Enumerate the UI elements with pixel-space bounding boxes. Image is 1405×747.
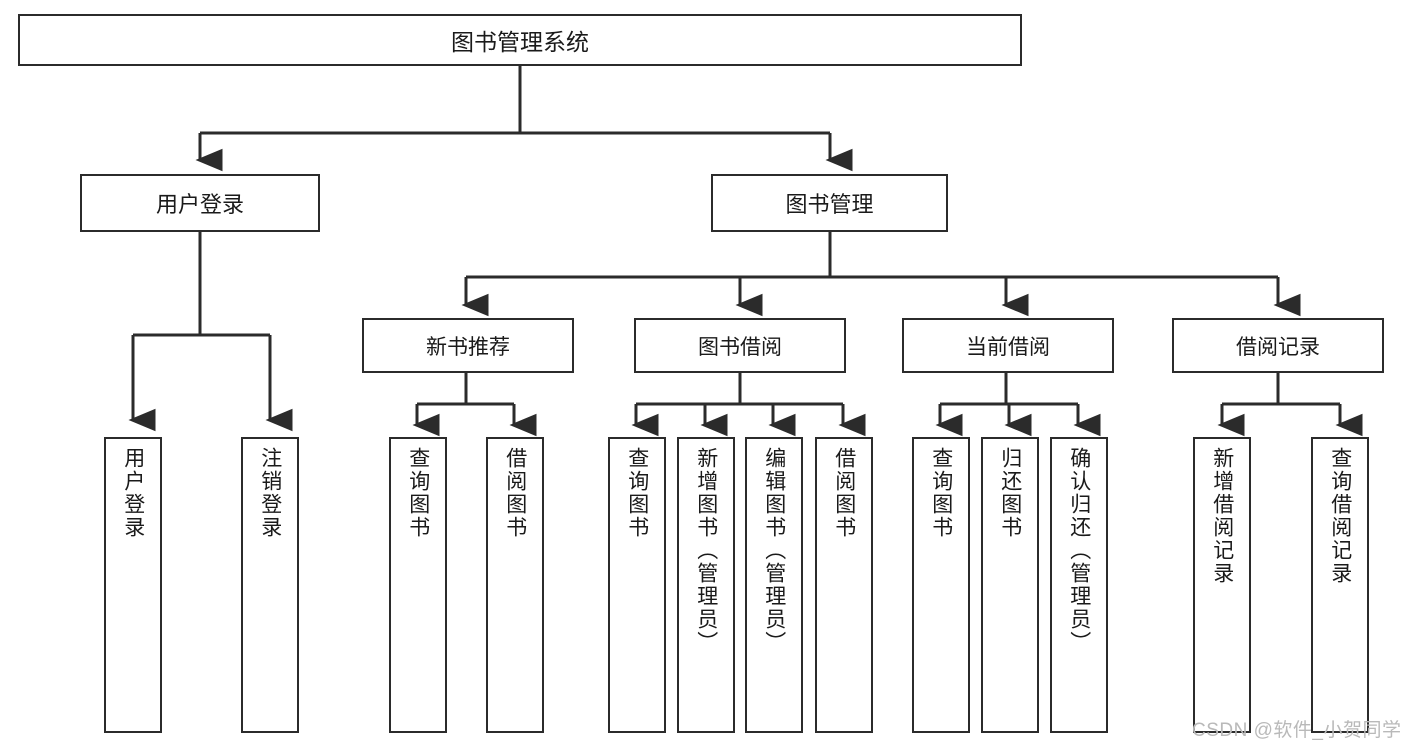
node-label: 图书借阅 [698,335,782,359]
leaf-label: 查询图书 [929,447,953,539]
leaf-borrow-books-recommendation[interactable]: 借阅图书 [486,437,544,733]
leaf-label: 注销登录 [258,447,282,539]
leaf-label: 查询图书 [406,447,430,539]
leaf-return-books[interactable]: 归还图书 [981,437,1039,733]
leaf-label: 确认归还（管理员） [1067,447,1091,654]
node-label: 借阅记录 [1236,335,1320,359]
leaf-borrow-books-borrowing[interactable]: 借阅图书 [815,437,873,733]
leaf-logout[interactable]: 注销登录 [241,437,299,733]
leaf-label: 借阅图书 [503,447,527,539]
leaf-user-login[interactable]: 用户登录 [104,437,162,733]
node-new-book-recommendation[interactable]: 新书推荐 [362,318,574,373]
leaf-label: 借阅图书 [832,447,856,539]
node-label: 当前借阅 [966,335,1050,359]
node-book-management[interactable]: 图书管理 [711,174,948,232]
leaf-label: 查询图书 [625,447,649,539]
node-label: 图书管理 [785,192,874,217]
leaf-label: 新增借阅记录 [1210,447,1234,585]
leaf-label: 查询借阅记录 [1328,447,1352,585]
watermark-text: CSDN @软件_小贺同学 [1192,720,1402,741]
node-book-borrowing[interactable]: 图书借阅 [634,318,846,373]
leaf-query-books-borrowing[interactable]: 查询图书 [608,437,666,733]
leaf-query-borrowing-record[interactable]: 查询借阅记录 [1311,437,1369,733]
node-label: 新书推荐 [426,335,510,359]
leaf-query-books-recommendation[interactable]: 查询图书 [389,437,447,733]
leaf-label: 归还图书 [998,447,1022,539]
leaf-add-borrowing-record[interactable]: 新增借阅记录 [1193,437,1251,733]
leaf-confirm-return-admin[interactable]: 确认归还（管理员） [1050,437,1108,733]
csdn-watermark: CSDN @软件_小贺同学 [1192,715,1401,742]
leaf-label: 用户登录 [121,447,145,539]
node-label: 用户登录 [155,192,244,217]
leaf-query-books-current[interactable]: 查询图书 [912,437,970,733]
node-borrowing-records[interactable]: 借阅记录 [1172,318,1384,373]
leaf-edit-book-admin[interactable]: 编辑图书（管理员） [745,437,803,733]
leaf-label: 编辑图书（管理员） [762,447,786,654]
node-current-borrowing[interactable]: 当前借阅 [902,318,1114,373]
node-user-login[interactable]: 用户登录 [80,174,320,232]
node-label: 图书管理系统 [451,29,589,55]
leaf-label: 新增图书（管理员） [694,447,718,654]
leaf-add-book-admin[interactable]: 新增图书（管理员） [677,437,735,733]
node-root-book-management-system[interactable]: 图书管理系统 [18,14,1022,66]
